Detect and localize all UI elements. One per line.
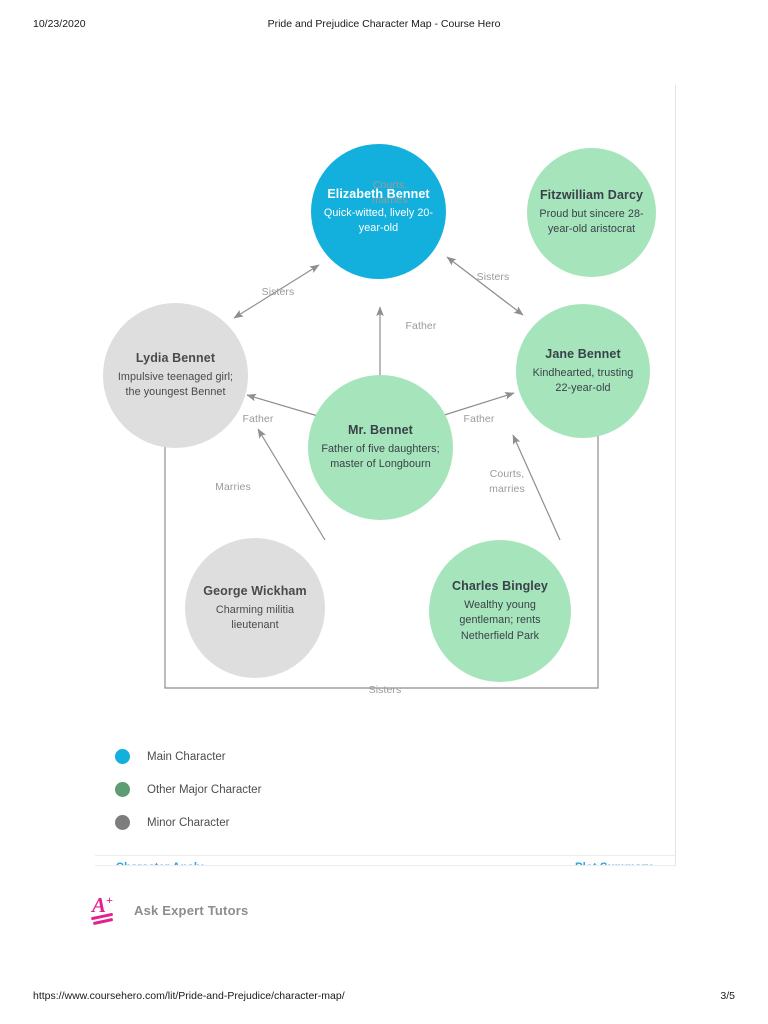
chevron-left-icon: ‹: [107, 862, 111, 865]
node-name: George Wickham: [203, 583, 307, 598]
node-george-wickham[interactable]: George Wickham Charming militia lieutena…: [185, 538, 325, 678]
node-name: Elizabeth Bennet: [327, 187, 430, 202]
node-fitzwilliam-darcy[interactable]: Fitzwilliam Darcy Proud but sincere 28-y…: [527, 148, 656, 277]
node-description: Proud but sincere 28-year-old aristocrat: [539, 208, 644, 236]
node-description: Kindhearted, trusting 22-year-old: [532, 366, 634, 394]
edge-label-father-elizabeth: Father: [405, 320, 437, 332]
legend-dot-main: [115, 749, 130, 764]
node-elizabeth-bennet[interactable]: Elizabeth Bennet Quick-witted, lively 20…: [311, 144, 446, 279]
node-description: Quick-witted, lively 20-year-old: [323, 207, 434, 235]
node-name: Jane Bennet: [545, 346, 621, 361]
legend-label: Main Character: [147, 750, 226, 763]
edge-label-sisters-lydia-jane: Sisters: [368, 684, 402, 696]
print-header: 10/23/2020 Pride and Prejudice Character…: [0, 18, 768, 34]
node-name: Mr. Bennet: [348, 423, 413, 438]
edge-label-marries-wickham-lydia: Marries: [215, 481, 251, 493]
legend-item-other-major-character: Other Major Character: [115, 773, 415, 806]
node-charles-bingley[interactable]: Charles Bingley Wealthy young gentleman;…: [429, 540, 571, 682]
nav-prev-label: Character Analy...: [116, 862, 213, 865]
legend: Main Character Other Major Character Min…: [115, 740, 415, 839]
node-jane-bennet[interactable]: Jane Bennet Kindhearted, trusting 22-yea…: [516, 304, 650, 438]
edge-label-courts-marries-elizabeth-darcy: Courts, marries: [372, 179, 408, 207]
print-page-number: 3/5: [720, 990, 735, 1002]
legend-item-main-character: Main Character: [115, 740, 415, 773]
edge-label-sisters-elizabeth-jane: Sisters: [476, 271, 510, 283]
edge-label-sisters-elizabeth-lydia: Sisters: [261, 286, 295, 298]
print-date: 10/23/2020: [33, 18, 86, 30]
legend-dot-minor: [115, 815, 130, 830]
nav-next-plot-summary[interactable]: Plot Summary ›: [575, 862, 661, 865]
edge-label-father-lydia: Father: [242, 413, 274, 425]
character-map-canvas: Elizabeth Bennet Quick-witted, lively 20…: [95, 85, 675, 705]
ask-expert-tutors-bar[interactable]: A+ Ask Expert Tutors: [86, 893, 416, 927]
character-map-connectors: [161, 211, 602, 689]
a-plus-underline-two: [92, 917, 114, 925]
node-name: Lydia Bennet: [135, 351, 216, 366]
page-navigation: ‹ Character Analy... Plot Summary ›: [95, 855, 675, 865]
legend-dot-major: [115, 782, 130, 797]
node-description: Charming militia lieutenant: [215, 603, 295, 631]
nav-next-label: Plot Summary: [575, 862, 652, 865]
node-description: Wealthy young gentleman; rents Netherfie…: [459, 598, 541, 642]
print-footer: https://www.coursehero.com/lit/Pride-and…: [0, 990, 768, 1006]
print-title: Pride and Prejudice Character Map - Cour…: [267, 18, 501, 30]
node-name: Fitzwilliam Darcy: [539, 188, 644, 203]
node-lydia-bennet[interactable]: Lydia Bennet Impulsive teenaged girl; th…: [103, 303, 248, 448]
node-description: Impulsive teenaged girl; the youngest Be…: [117, 371, 234, 399]
legend-label: Minor Character: [147, 816, 230, 829]
print-url: https://www.coursehero.com/lit/Pride-and…: [33, 990, 345, 1002]
edge-label-courts-marries-bingley-jane: Courts, marries: [489, 468, 525, 496]
node-name: Charles Bingley: [452, 579, 548, 594]
edge-label-father-jane: Father: [463, 413, 495, 425]
a-plus-grade-icon: A+: [90, 893, 118, 925]
page-card: Elizabeth Bennet Quick-witted, lively 20…: [95, 85, 676, 866]
node-mr-bennet[interactable]: Mr. Bennet Father of five daughters; mas…: [308, 375, 453, 520]
nav-prev-character-analysis[interactable]: ‹ Character Analy...: [107, 862, 213, 865]
a-plus-glyph: A+: [92, 893, 113, 917]
ask-expert-tutors-label: Ask Expert Tutors: [134, 902, 249, 918]
legend-label: Other Major Character: [147, 783, 262, 796]
node-description: Father of five daughters; master of Long…: [321, 443, 440, 471]
chevron-right-icon: ›: [657, 862, 661, 865]
legend-item-minor-character: Minor Character: [115, 806, 415, 839]
